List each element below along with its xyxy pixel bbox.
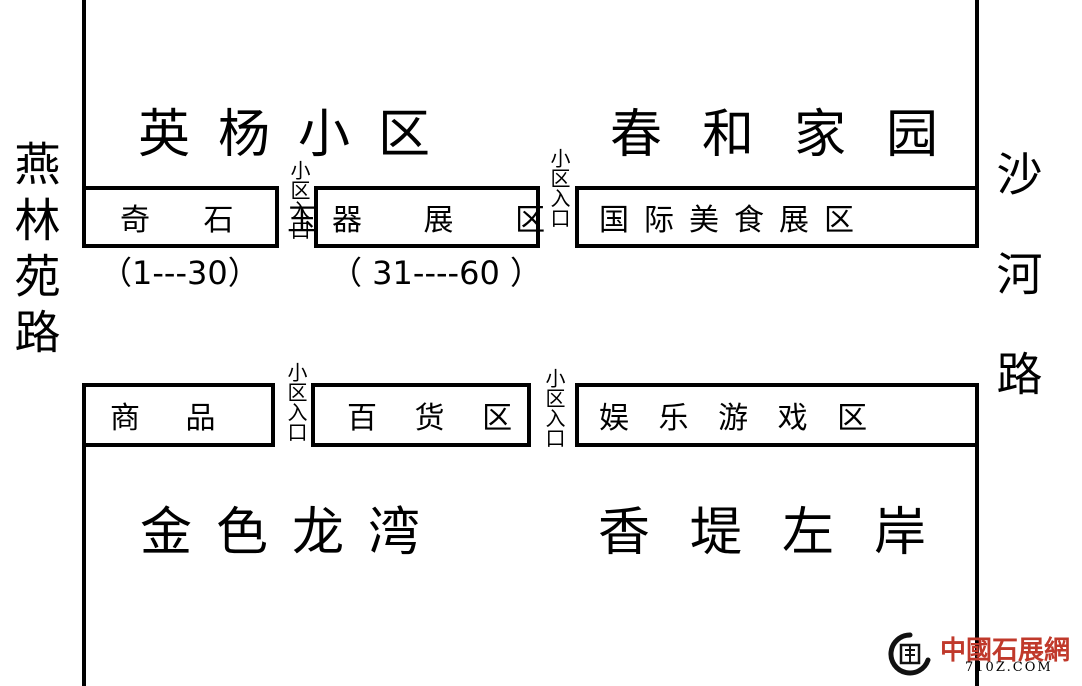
- left-boundary-top: [82, 0, 86, 190]
- booth-qishiyu: 奇 石 玉: [82, 186, 340, 248]
- booth-baihuoqu: 百 货 区: [311, 383, 531, 447]
- community-entrance-top-left: 小区入口: [287, 160, 311, 240]
- right-boundary-bottom: [975, 383, 979, 686]
- booth-label: 商 品: [110, 401, 234, 436]
- site-logo-icon: [888, 632, 931, 676]
- right-boundary-top: [975, 0, 979, 190]
- booth-label: 奇 石 玉: [120, 203, 340, 238]
- left-boundary-bottom: [82, 383, 86, 686]
- community-jinselongwan: 金色龙湾: [140, 503, 445, 563]
- booth-yule-youxi: 娱 乐 游 戏 区: [575, 383, 979, 447]
- community-yingyang: 英杨小区: [138, 105, 459, 165]
- community-xiangdizuoan: 香堤左岸: [598, 503, 967, 563]
- booth-label: 百 货 区: [347, 401, 527, 436]
- booth-guoji-meishi: 国际美食展区: [575, 186, 979, 248]
- community-chunhe: 春和家园: [610, 105, 979, 165]
- booth-range-1-30: （1---30）: [100, 254, 260, 292]
- booth-qizhanqu: 器 展 区: [314, 186, 572, 248]
- road-yanlinyuan: 燕林苑路: [7, 140, 62, 364]
- booth-label: 国际美食展区: [599, 203, 869, 238]
- site-logo-name: 中國石展網: [940, 636, 1071, 666]
- site-logo-domain: 710Z.COM: [965, 660, 1053, 675]
- booth-label: 娱 乐 游 戏 区: [599, 401, 878, 436]
- booth-shangpin: 商 品: [82, 383, 275, 447]
- road-shahe: 沙河路: [989, 150, 1044, 450]
- booth-label: 器 展 区: [332, 203, 572, 238]
- community-entrance-top-right: 小区入口: [547, 148, 571, 228]
- booth-range-31-60: （ 31----60 ）: [330, 254, 542, 292]
- community-entrance-bottom-left: 小区入口: [284, 362, 308, 442]
- community-entrance-bottom-right: 小区入口: [542, 368, 566, 448]
